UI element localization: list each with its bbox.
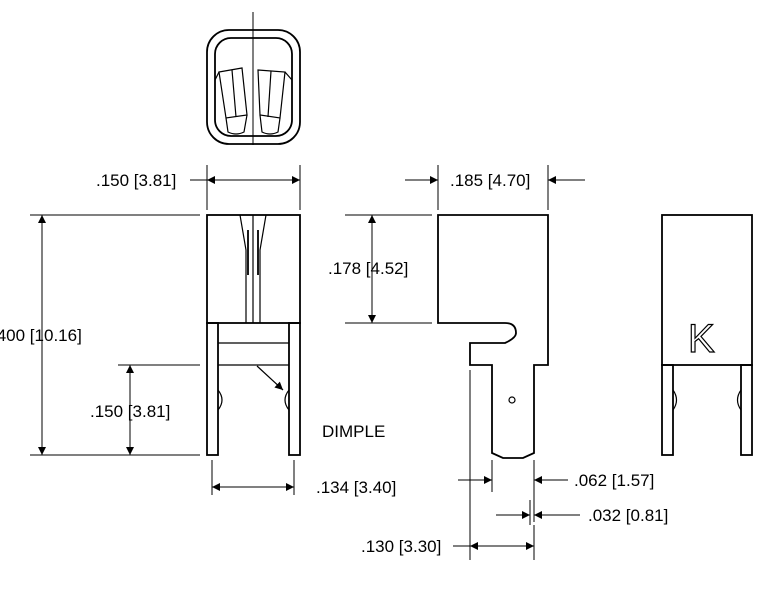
dim-height-leg: .150 [3.81] bbox=[90, 402, 170, 421]
dim-width-top: .150 [3.81] bbox=[96, 171, 176, 190]
dim-height-upper: .178 [4.52] bbox=[328, 259, 408, 278]
dimension-labels: .150 [3.81] .185 [4.70] .400 [10.16] .17… bbox=[0, 171, 668, 556]
dim-tab-thickness: .032 [0.81] bbox=[588, 506, 668, 525]
dim-tab-offset: .130 [3.30] bbox=[361, 537, 441, 556]
logo-letter: K bbox=[688, 317, 715, 361]
dim-height-total: .400 [10.16] bbox=[0, 326, 82, 345]
dimension-lines bbox=[30, 165, 585, 560]
back-view: K bbox=[661, 214, 753, 456]
dimple-label: DIMPLE bbox=[322, 422, 385, 441]
dim-tab-width: .062 [1.57] bbox=[574, 471, 654, 490]
top-view bbox=[206, 12, 301, 145]
dim-leg-spacing: .134 [3.40] bbox=[316, 478, 396, 497]
front-view bbox=[206, 214, 301, 456]
dim-width-side: .185 [4.70] bbox=[450, 171, 530, 190]
side-view bbox=[437, 214, 549, 459]
